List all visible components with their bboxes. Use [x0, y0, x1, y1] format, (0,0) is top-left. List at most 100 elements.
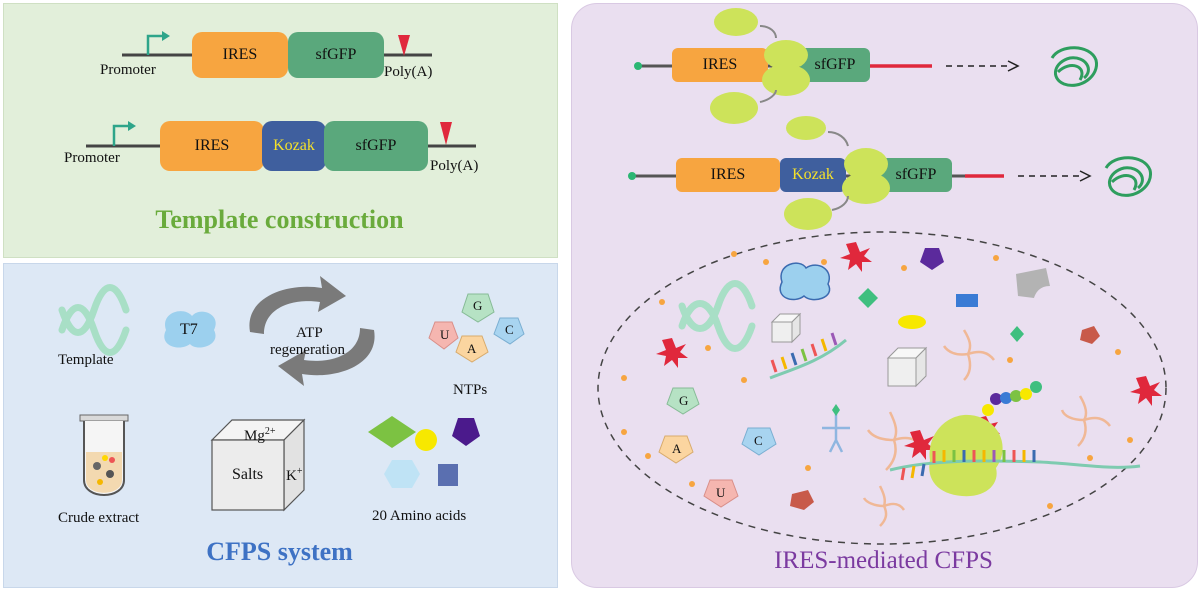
polya-marker-icon — [398, 35, 410, 56]
potassium-label: K+ — [286, 466, 303, 484]
enzyme-shape-icon — [1016, 268, 1050, 298]
nucleotide-letter-g: G — [679, 393, 689, 408]
t7-polymerase-icon — [164, 311, 216, 348]
folded-protein-icon — [1050, 46, 1098, 87]
mrna-strand-icon — [769, 338, 847, 380]
regeneration-label: regeneration — [270, 342, 345, 358]
atp-label: ATP — [296, 325, 323, 341]
curved-arrow-icon — [827, 131, 849, 147]
mrna2-kozak-block: Kozak — [780, 158, 846, 192]
dna-template-icon — [58, 284, 130, 356]
ntp-c-pentagon-icon — [493, 317, 525, 345]
curved-arrow-icon — [831, 195, 849, 211]
promoter-arrowhead-icon — [162, 31, 170, 41]
ires-block: IRES — [192, 32, 288, 78]
polya-label: Poly(A) — [430, 158, 479, 174]
ribosome-1-icon — [710, 8, 810, 124]
cap-icon — [628, 172, 636, 180]
salts-label: Salts — [232, 466, 264, 483]
ribosome-2-icon — [784, 116, 890, 230]
ntp-letter-g: G — [473, 298, 483, 313]
ires-mediated-cfps-title: IRES-mediated CFPS — [774, 547, 993, 574]
ntps-label: NTPs — [453, 382, 488, 398]
ntp-u-pentagon-icon — [428, 321, 459, 350]
ntp-a-pentagon-icon — [455, 335, 489, 363]
sfgfp-block: sfGFP — [288, 32, 384, 78]
amino-acid-rect-icon — [956, 294, 978, 307]
nucleotide-ticks-icon — [770, 332, 838, 373]
cell-boundary — [597, 231, 1167, 545]
energy-dot-icons — [621, 251, 1133, 509]
cfps-system-title: CFPS system — [206, 537, 353, 566]
dna-icon — [678, 280, 756, 352]
sfgfp-block: sfGFP — [324, 121, 428, 171]
nucleotide-ticks-icon — [900, 450, 1036, 481]
amino-acid-hexagon-icon — [384, 460, 420, 488]
trna-icon — [942, 329, 995, 381]
mrna-strand-icon — [889, 459, 1141, 472]
ires-mediated-cfps-panel — [571, 3, 1198, 588]
amino-acid-pentagon-icon — [452, 418, 480, 446]
amino-acid-square-icon — [438, 464, 458, 486]
polya-marker-icon — [440, 122, 452, 145]
salt-cube-icon — [770, 312, 802, 344]
mrna2-ires-block: IRES — [676, 158, 780, 192]
ires-block: IRES — [160, 121, 264, 171]
trna-icon — [1060, 395, 1111, 447]
ntp-letter-u: U — [440, 327, 450, 342]
curved-arrow-icon — [759, 25, 777, 39]
ntp-letter-c: C — [505, 322, 514, 337]
kozak-block: Kozak — [262, 121, 326, 171]
ntp-letter-a: A — [467, 341, 477, 356]
aminoacyl-icon — [1080, 326, 1100, 344]
mrna1-sfgfp-block: sfGFP — [800, 48, 870, 82]
mrna2-sfgfp-block: sfGFP — [880, 158, 952, 192]
salt-cube-icon — [886, 346, 928, 388]
nucleotide-letter-c: C — [754, 433, 763, 448]
template-label: Template — [58, 352, 114, 368]
trna-icon — [866, 411, 923, 471]
translating-ribosome-icon — [929, 414, 1003, 497]
nascent-peptide-icon — [982, 381, 1042, 416]
promoter-arrow-icon — [146, 34, 164, 55]
trna-icon — [822, 414, 850, 453]
nucleotide-a-icon — [658, 435, 694, 464]
cap-icon — [634, 62, 642, 70]
crude-extract-label: Crude extract — [58, 510, 140, 526]
promoter-arrow-icon — [112, 124, 130, 146]
ntp-g-pentagon-icon — [461, 293, 495, 323]
amino-acid-diamond-icon — [832, 404, 840, 416]
folded-protein-icon — [1104, 156, 1152, 197]
polya-label: Poly(A) — [384, 64, 433, 80]
amino-acid-circle-icon — [415, 429, 437, 451]
nucleotide-letter-u: U — [716, 485, 726, 500]
t7-label: T7 — [180, 321, 198, 338]
amino-acid-pentagon-icon — [920, 248, 944, 270]
salts-cube-icon — [210, 418, 306, 512]
curved-arrow-icon — [759, 89, 777, 103]
promoter-label: Promoter — [64, 150, 120, 166]
arrowhead-icon — [1007, 60, 1020, 72]
crude-extract-tube-icon — [79, 414, 129, 496]
trna-icon — [862, 485, 906, 527]
amino-acids-label: 20 Amino acids — [372, 508, 467, 524]
nucleotide-g-icon — [666, 387, 700, 415]
t7-polymerase-icon — [779, 262, 831, 301]
promoter-label: Promoter — [100, 62, 156, 78]
magnesium-label: Mg2+ — [244, 426, 276, 444]
amino-acid-diamond-icon — [368, 416, 416, 448]
amino-acid-diamond-icon — [1010, 326, 1024, 342]
mrna1-ires-block: IRES — [672, 48, 768, 82]
atp-regeneration-cycle-icon — [249, 276, 375, 386]
arrowhead-icon — [1079, 170, 1092, 182]
nucleotide-c-icon — [741, 427, 777, 456]
aminoacyl-icon — [790, 490, 814, 510]
promoter-arrowhead-icon — [128, 121, 136, 131]
nucleotide-letter-a: A — [672, 441, 682, 456]
template-construction-title: Template construction — [155, 205, 404, 234]
nucleotide-u-icon — [703, 479, 739, 508]
amino-acid-diamond-icon — [858, 288, 878, 308]
amino-acid-ellipse-icon — [898, 315, 926, 329]
